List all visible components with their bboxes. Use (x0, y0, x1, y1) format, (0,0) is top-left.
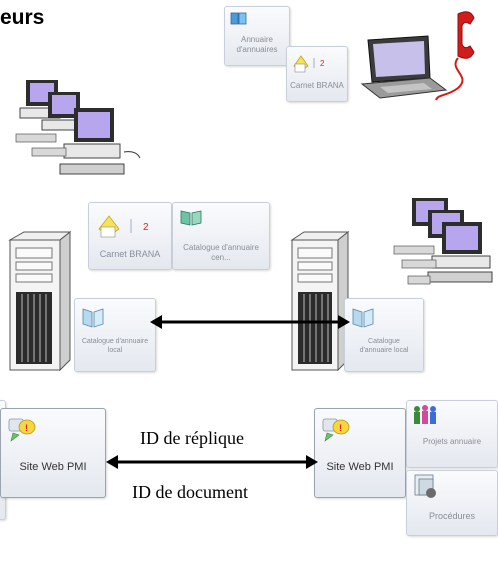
catalogue-label: Catalogue d'annuaire cen... (183, 243, 259, 262)
carnet-label-mid: Carnet BRANA (99, 249, 161, 259)
workstations-icon-left (15, 80, 141, 175)
phone-icon (435, 11, 475, 101)
chat-bubbles-icon-right: ! (322, 418, 350, 442)
carnet-tile-top[interactable]: 2 Carnet BRANA (286, 46, 348, 102)
catalog-book-icon-right (352, 308, 374, 328)
document-id-label: ID de document (132, 482, 248, 502)
address-card-icon: 2 (293, 55, 325, 73)
replica-id-label: ID de réplique (140, 428, 244, 448)
open-book-icon (180, 210, 202, 226)
projects-label: Projets annuaire (422, 437, 482, 446)
carnet-tile-mid[interactable]: 2 Carnet BRANA (88, 202, 172, 270)
catalog-book-icon-left (82, 308, 104, 328)
address-card-icon-mid: 2 (98, 215, 149, 238)
chat-bubbles-icon-left: ! (8, 418, 36, 442)
site-web-label-left: Site Web PMI (19, 461, 87, 473)
replica-tile-right[interactable]: Catalogue d'annuaire local (344, 298, 424, 372)
procedures-tile[interactable]: Procédures (406, 470, 498, 536)
procedures-icon (414, 474, 436, 498)
annuaire-label: Annuaire d'annuaires (236, 35, 278, 54)
server-left-icon (8, 230, 72, 372)
annuaire-tile[interactable]: Annuaire d'annuaires (224, 6, 290, 66)
book-icon (230, 12, 247, 25)
replica-label-right: Catalogue d'annuaire local (359, 338, 409, 354)
server-right-icon (290, 230, 350, 372)
laptop-icon (360, 35, 448, 99)
svg-text:!: ! (25, 423, 28, 433)
catalogue-tile[interactable]: Catalogue d'annuaire cen... (172, 202, 270, 270)
svg-text:2: 2 (320, 59, 325, 68)
replication-arrow-middle (150, 315, 350, 329)
replica-label-left: Catalogue d'annuaire local (81, 338, 149, 354)
svg-text:!: ! (339, 423, 342, 433)
projects-tile[interactable]: Projets annuaire (406, 400, 498, 468)
svg-text:2: 2 (143, 222, 149, 233)
replica-tile-left[interactable]: Catalogue d'annuaire local (74, 298, 156, 372)
section-heading: eurs (0, 6, 45, 29)
site-web-tile-left[interactable]: ! Site Web PMI (0, 408, 106, 498)
workstations-icon-right (393, 198, 493, 285)
site-web-tile-right[interactable]: ! Site Web PMI (314, 408, 406, 498)
carnet-label-top: Carnet BRANA (290, 81, 344, 90)
site-web-label-right: Site Web PMI (326, 461, 394, 473)
procedures-label: Procédures (428, 511, 476, 521)
people-icon (414, 405, 436, 424)
replication-arrow-bottom (106, 455, 318, 469)
